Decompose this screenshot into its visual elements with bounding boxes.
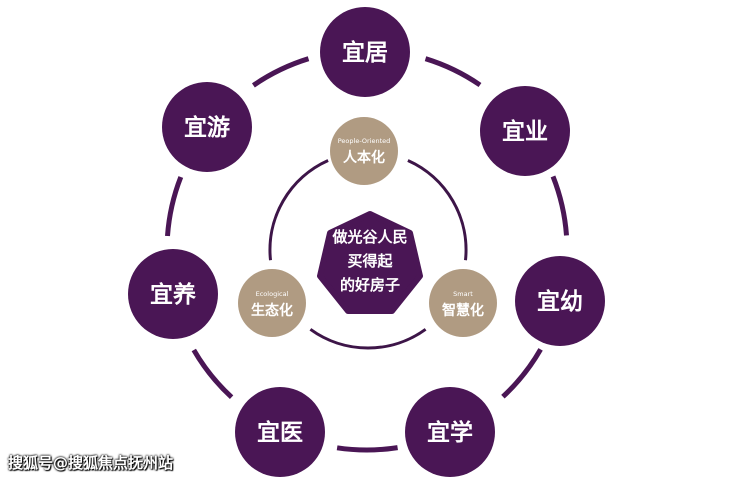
outer-node-yiju: 宜居 — [320, 7, 410, 97]
ring-arc — [268, 159, 329, 261]
outer-node-yiyang: 宜养 — [128, 249, 218, 339]
ring-arc — [309, 328, 427, 350]
outer-node-label: 宜业 — [502, 118, 548, 145]
outer-node-circle — [405, 387, 495, 477]
center-line-1: 做光谷人民 — [331, 228, 407, 246]
inner-node-main: 人本化 — [343, 149, 385, 166]
outer-node-label: 宜养 — [150, 281, 196, 308]
inner-node-circle — [238, 269, 306, 337]
outer-node-yiyi: 宜医 — [235, 387, 325, 477]
inner-node-sub: Smart — [453, 290, 473, 298]
outer-node-yiye: 宜业 — [480, 86, 570, 176]
inner-node-sub: Ecological — [256, 290, 289, 298]
watermark-text: 搜狐号@搜狐焦点抚州站 — [8, 454, 174, 472]
center-heptagon — [317, 211, 423, 314]
inner-node-main: 生态化 — [251, 302, 293, 319]
outer-node-circle — [128, 249, 218, 339]
outer-node-circle — [515, 256, 605, 346]
center-line-2: 买得起 — [347, 252, 393, 270]
ring-arc — [550, 175, 569, 236]
ring-arc — [251, 56, 310, 88]
ring-arc — [191, 348, 234, 400]
outer-node-circle — [162, 82, 252, 172]
outer-node-circle — [480, 86, 570, 176]
inner-node-main: 智慧化 — [441, 302, 484, 319]
outer-node-label: 宜游 — [184, 114, 230, 141]
inner-node-people-oriented: People-Oriented 人本化 — [330, 117, 398, 185]
outer-node-label: 宜学 — [427, 419, 473, 446]
ring-arc — [501, 348, 543, 399]
outer-node-circle — [235, 387, 325, 477]
ring-arc — [336, 445, 398, 453]
outer-node-yiyou: 宜幼 — [515, 256, 605, 346]
inner-node-ecological: Ecological 生态化 — [238, 269, 306, 337]
inner-node-circle — [330, 117, 398, 185]
inner-node-smart: Smart 智慧化 — [429, 269, 497, 337]
outer-ring-arcs — [165, 56, 569, 453]
outer-node-label: 宜居 — [342, 39, 388, 66]
ring-arc — [424, 56, 482, 88]
ring-arc — [165, 176, 184, 237]
outer-node-label: 宜医 — [257, 419, 303, 446]
outer-node-circle — [320, 7, 410, 97]
outer-node-label: 宜幼 — [537, 288, 583, 315]
inner-node-sub: People-Oriented — [338, 137, 391, 145]
inner-ring-arcs — [268, 159, 468, 350]
outer-node-yixue: 宜学 — [405, 387, 495, 477]
outer-node-yiyou-travel: 宜游 — [162, 82, 252, 172]
inner-node-circle — [429, 269, 497, 337]
center-line-3: 的好房子 — [340, 276, 400, 294]
ring-arc — [407, 159, 468, 261]
